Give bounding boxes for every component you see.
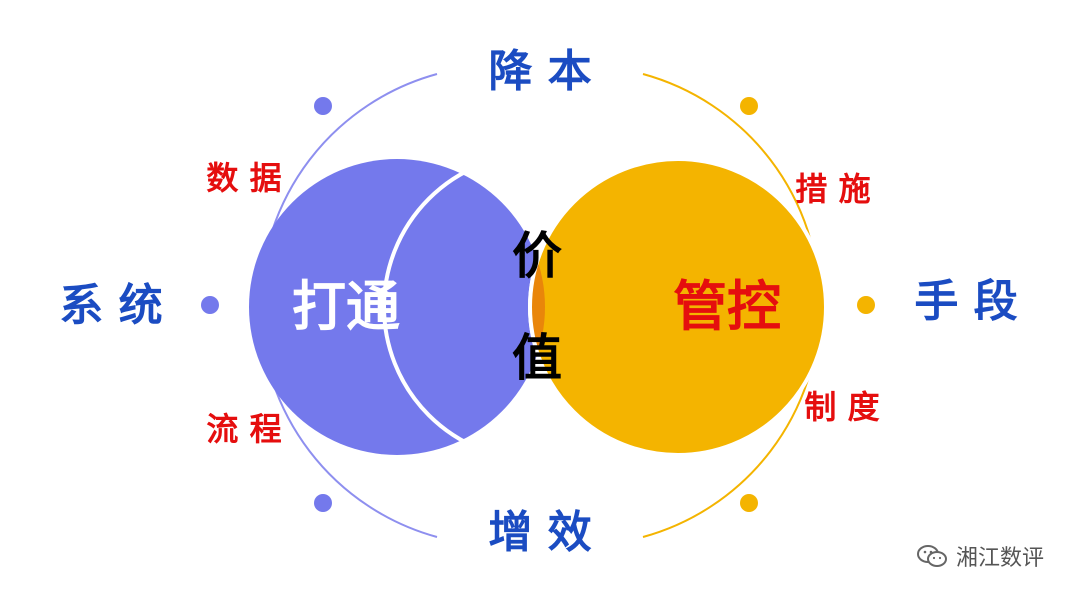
ring-dot-top-right xyxy=(740,97,758,115)
arc-label-process: 流 程 xyxy=(206,410,281,448)
center-label-top: 价 xyxy=(512,227,562,285)
intersection-left-border xyxy=(382,152,538,462)
arc-label-data: 数 据 xyxy=(206,159,281,197)
arc-label-measures: 措 施 xyxy=(795,170,870,208)
watermark-text: 湘江数评 xyxy=(955,546,1044,571)
ring-dot-right xyxy=(857,296,875,314)
left-circle-label: 打通 xyxy=(292,275,400,338)
outer-label-right: 手 段 xyxy=(914,276,1017,327)
outer-label-bottom: 增 效 xyxy=(488,507,591,558)
watermark: 湘江数评 xyxy=(916,540,1044,572)
center-label-bottom: 值 xyxy=(512,329,562,387)
right-circle-label: 管控 xyxy=(673,275,781,338)
ring-dot-top-left xyxy=(314,97,332,115)
ring-dot-left xyxy=(201,296,219,314)
outer-label-left: 系 统 xyxy=(59,280,162,331)
arc-label-regulations: 制 度 xyxy=(804,388,879,426)
ring-dot-bottom-left xyxy=(314,494,332,512)
wechat-icon xyxy=(916,545,947,567)
left-circle xyxy=(249,159,545,455)
ring-dot-bottom-right xyxy=(740,494,758,512)
outer-label-top: 降 本 xyxy=(488,46,591,97)
intersection-lens xyxy=(528,159,545,455)
